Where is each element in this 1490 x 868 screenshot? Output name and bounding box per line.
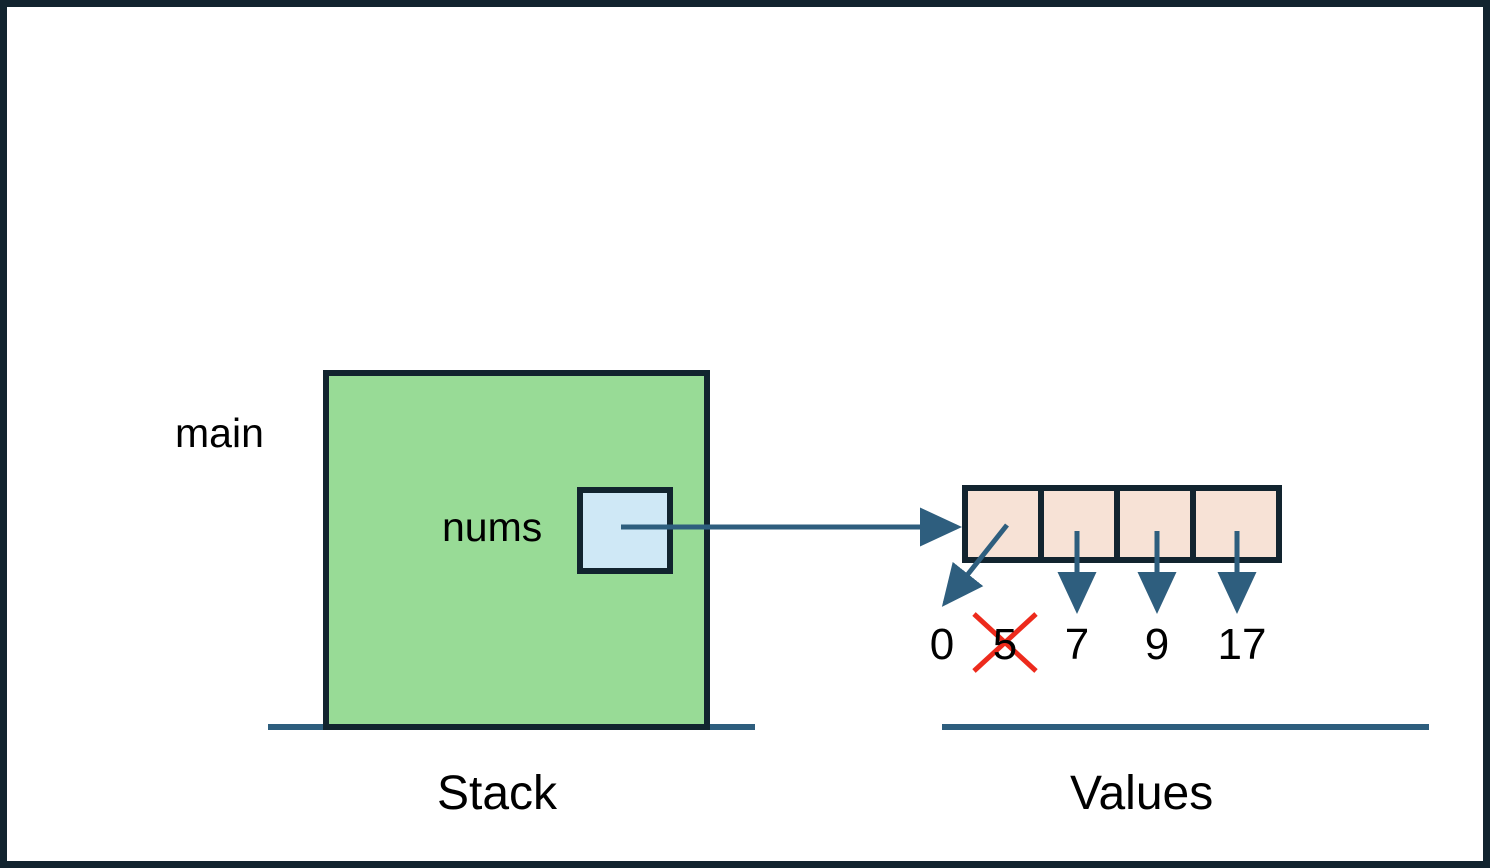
variable-label-nums: nums [442,504,543,550]
value-label-3: 9 [1144,620,1170,669]
value-label-2: 7 [1064,620,1090,669]
stack-caption: Stack [437,767,558,820]
stack-frame-label-main: main [175,410,264,456]
value-label-4: 17 [1217,620,1267,669]
value-label-1: 5 [992,620,1018,669]
value-arrow-0 [941,523,1009,607]
values-caption: Values [1070,767,1214,820]
value-label-0: 0 [929,620,955,669]
array-cell-0 [962,485,1044,563]
diagram-canvas [268,370,1429,730]
strikeout-x-icon [972,612,1038,673]
pointer-box-nums [577,487,673,574]
